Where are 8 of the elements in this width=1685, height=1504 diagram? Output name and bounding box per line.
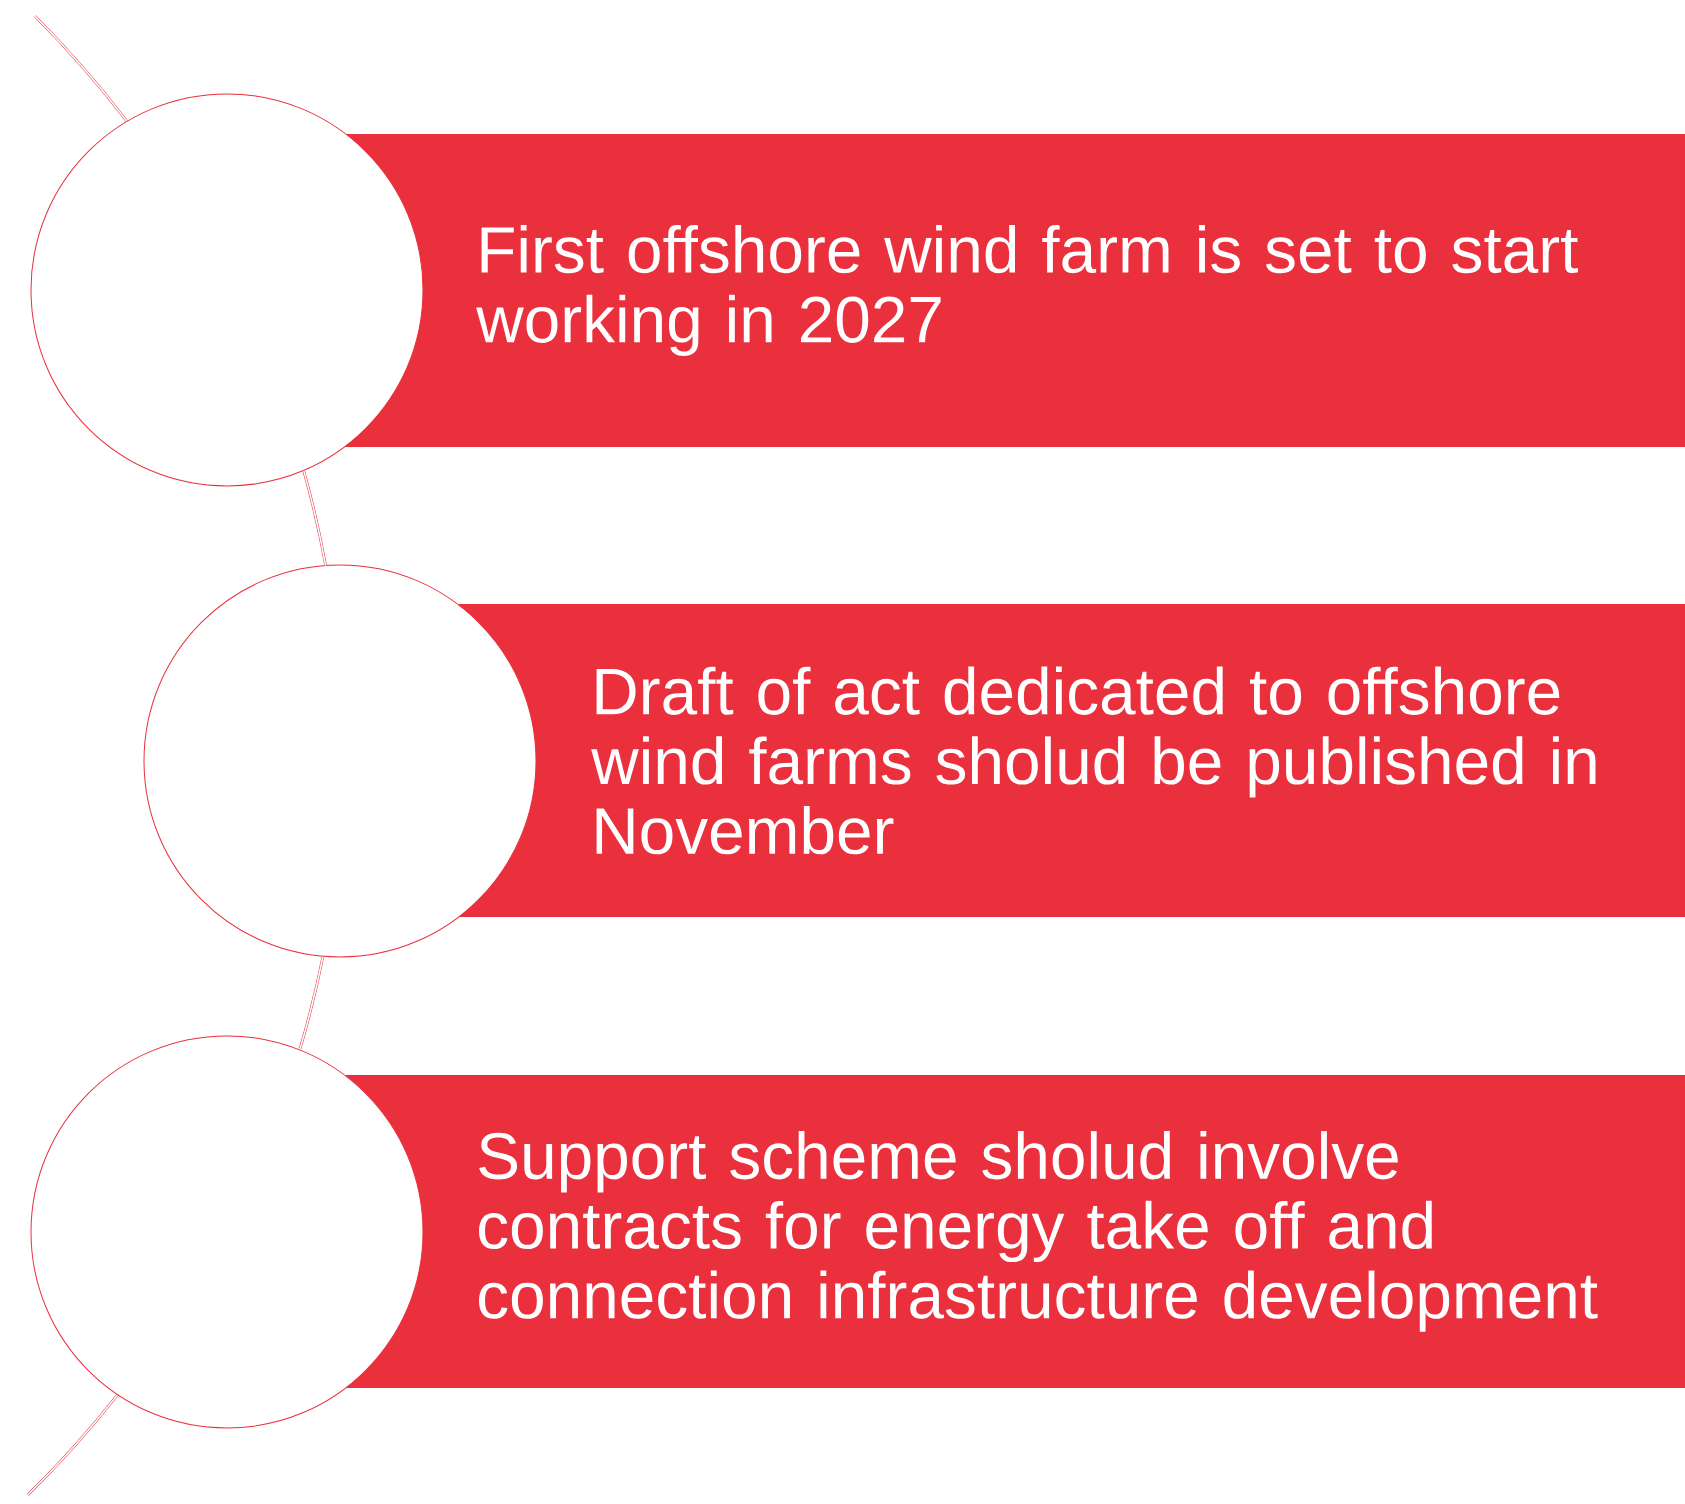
arc-line bbox=[298, 955, 325, 1050]
circle bbox=[30, 1035, 424, 1429]
banner: Support scheme sholud involve contracts for energy take off and connection infrastructure development bbox=[345, 1075, 1685, 1388]
circle bbox=[30, 93, 424, 487]
arc-line bbox=[302, 470, 327, 567]
circle bbox=[143, 564, 537, 958]
banner: Draft of act dedicated to offshore wind farms sholud be published in November bbox=[457, 604, 1685, 917]
banner: First offshore wind farm is set to start working in 2027 bbox=[345, 134, 1685, 447]
